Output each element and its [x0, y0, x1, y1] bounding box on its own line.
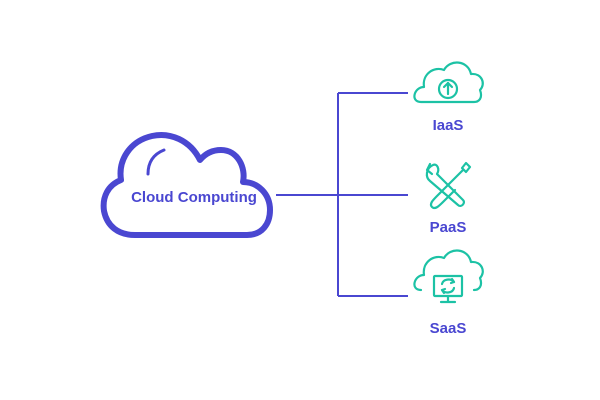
- cloud-sync-monitor-icon: [413, 249, 484, 304]
- central-cloud-outline: [100, 132, 273, 238]
- saas-label: SaaS: [430, 320, 467, 337]
- cloud-icon: [100, 132, 273, 238]
- cloud-upload-icon: [413, 61, 484, 104]
- central-cloud-highlight: [146, 148, 166, 176]
- iaas-label: IaaS: [433, 117, 464, 134]
- center-label: Cloud Computing: [131, 189, 257, 206]
- wrench-screwdriver-icon: [425, 161, 472, 210]
- paas-label: PaaS: [430, 219, 467, 236]
- connector-lines: [276, 92, 408, 297]
